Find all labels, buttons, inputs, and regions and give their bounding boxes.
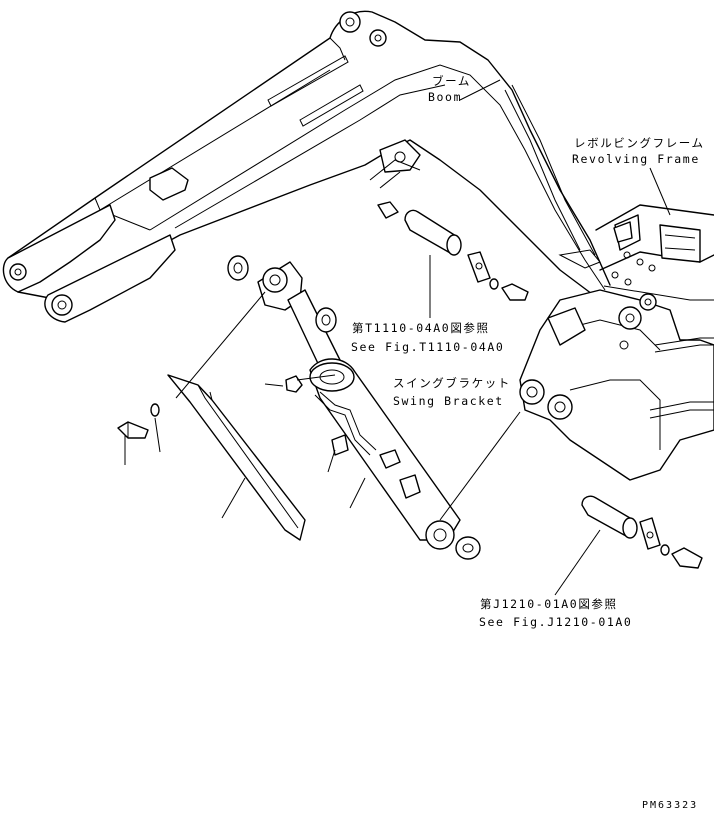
revolving-frame-label-en: Revolving Frame <box>572 152 700 166</box>
ref-t1110-jp: 第T1110-04A0図参照 <box>352 321 490 335</box>
boom-cylinder <box>257 261 461 550</box>
ref-j1210-jp: 第J1210-01A0図参照 <box>480 597 618 611</box>
revolving-frame-label-jp: レボルビングフレーム <box>574 136 705 150</box>
boom-label-jp: ブーム <box>432 74 471 88</box>
boom <box>2 10 611 323</box>
cylinder-guard <box>167 374 306 541</box>
revolving-frame <box>595 204 714 301</box>
leader-lines <box>124 79 671 596</box>
washers <box>227 255 481 560</box>
swing-bracket <box>519 289 714 481</box>
ref-j1210-en: See Fig.J1210-01A0 <box>479 615 632 629</box>
hardware <box>117 159 703 569</box>
ref-t1110-en: See Fig.T1110-04A0 <box>351 340 504 354</box>
boom-label-en: Boom <box>428 90 462 104</box>
swing-bracket-label-en: Swing Bracket <box>393 394 504 408</box>
drawing-code: PM63323 <box>642 800 698 811</box>
swing-bracket-label-jp: スイングブラケット <box>393 376 511 390</box>
